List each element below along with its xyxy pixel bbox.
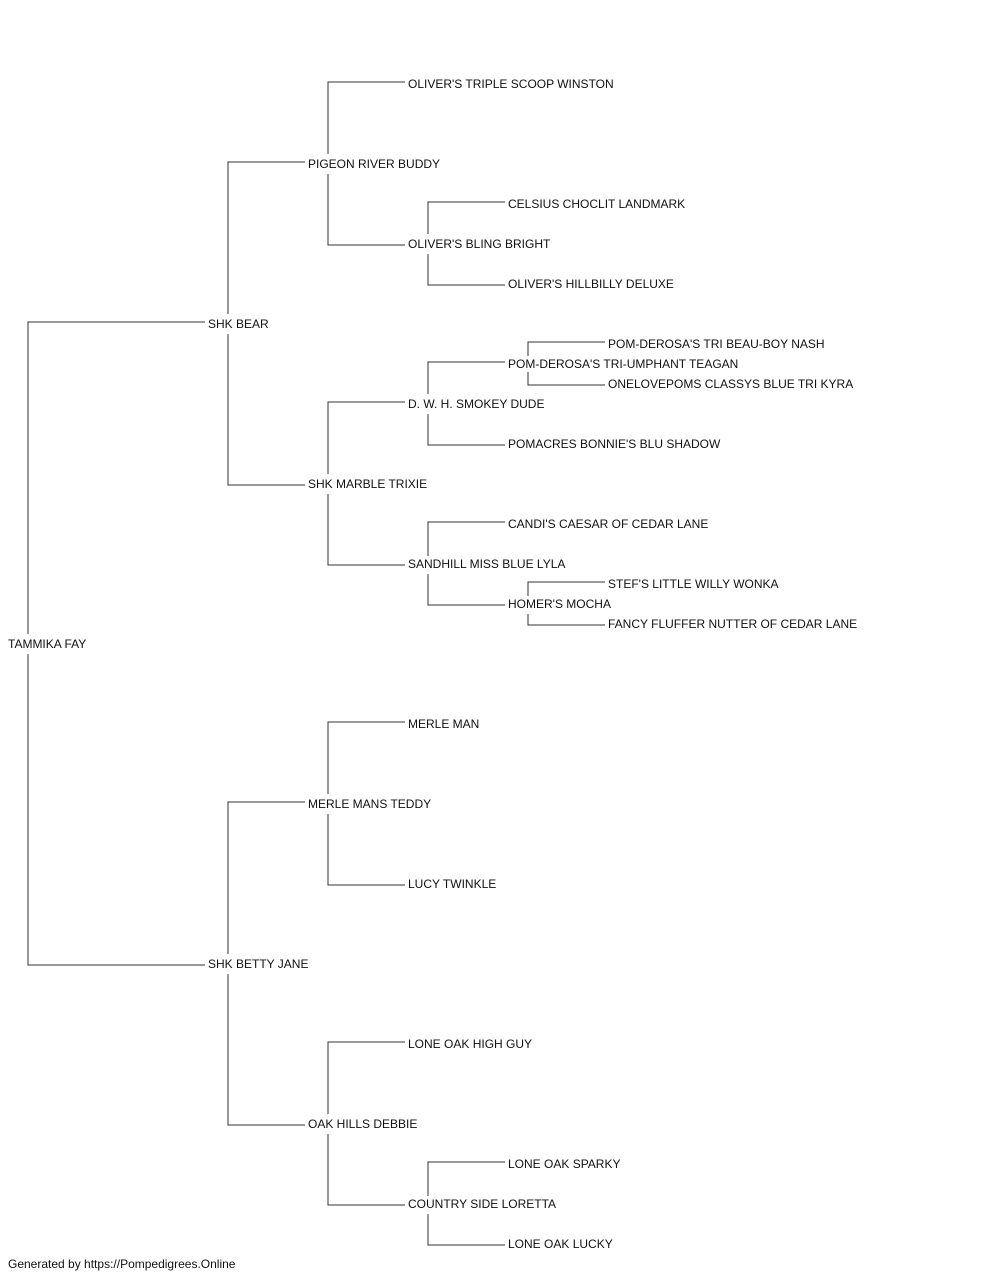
link-trixie-sire — [327, 401, 405, 474]
dog-name-pom-derosas-tri-beau-boy-nash: POM-DEROSA'S TRI BEAU-BOY NASH — [607, 337, 826, 351]
link-debbie-sire — [327, 1041, 405, 1114]
dog-name-onelovepoms-classys-blue-tri-kyra: ONELOVEPOMS CLASSYS BLUE TRI KYRA — [607, 377, 855, 391]
link-teagan-dam — [527, 372, 605, 386]
dog-name-lone-oak-high-guy: LONE OAK HIGH GUY — [407, 1037, 534, 1051]
link-betty-sire — [227, 801, 305, 954]
dog-name-sandhill-miss-blue-lyla: SANDHILL MISS BLUE LYLA — [407, 557, 567, 571]
dog-name-country-side-loretta: COUNTRY SIDE LORETTA — [407, 1197, 558, 1211]
link-lyla-dam — [427, 574, 505, 606]
dog-name-pomacres-bonnies-blu-shadow: POMACRES BONNIE'S BLU SHADOW — [507, 437, 722, 451]
dog-name-fancy-fluffer-nutter-of-cedar-lane: FANCY FLUFFER NUTTER OF CEDAR LANE — [607, 617, 859, 631]
dog-name-merle-mans-teddy: MERLE MANS TEDDY — [307, 797, 433, 811]
link-buddy-dam — [327, 174, 405, 246]
dog-name-oak-hills-debbie: OAK HILLS DEBBIE — [307, 1117, 419, 1131]
link-bling-dam — [427, 254, 505, 286]
link-dude-dam — [427, 414, 505, 446]
link-mocha-sire — [527, 581, 605, 596]
dog-name-celsius-choclit-landmark: CELSIUS CHOCLIT LANDMARK — [507, 197, 687, 211]
link-trixie-dam — [327, 494, 405, 566]
link-lyla-sire — [427, 521, 505, 556]
dog-name-tammika-fay: TAMMIKA FAY — [7, 637, 88, 651]
link-mocha-dam — [527, 614, 605, 626]
link-loretta-dam — [427, 1214, 505, 1246]
dog-name-shk-marble-trixie: SHK MARBLE TRIXIE — [307, 477, 429, 491]
dog-name-candis-caesar-of-cedar-lane: CANDI'S CAESAR OF CEDAR LANE — [507, 517, 710, 531]
dog-name-shk-bear: SHK BEAR — [207, 317, 270, 331]
link-teddy-dam — [327, 814, 405, 886]
dog-name-homers-mocha: HOMER'S MOCHA — [507, 597, 612, 611]
dog-name-olivers-triple-scoop-winston: OLIVER'S TRIPLE SCOOP WINSTON — [407, 77, 615, 91]
link-bling-sire — [427, 201, 505, 234]
dog-name-olivers-hillbilly-deluxe: OLIVER'S HILLBILLY DELUXE — [507, 277, 675, 291]
dog-name-lone-oak-sparky: LONE OAK SPARKY — [507, 1157, 622, 1171]
dog-name-lucy-twinkle: LUCY TWINKLE — [407, 877, 498, 891]
link-teagan-sire — [527, 341, 605, 356]
link-root-dam — [27, 654, 205, 966]
link-buddy-sire — [327, 81, 405, 154]
dog-name-pom-derosas-tri-umphant-teagan: POM-DEROSA'S TRI-UMPHANT TEAGAN — [507, 357, 740, 371]
dog-name-merle-man: MERLE MAN — [407, 717, 481, 731]
link-dude-sire — [427, 361, 505, 394]
link-debbie-dam — [327, 1134, 405, 1206]
dog-name-stefs-little-willy-wonka: STEF'S LITTLE WILLY WONKA — [607, 577, 780, 591]
dog-name-lone-oak-lucky: LONE OAK LUCKY — [507, 1237, 614, 1251]
dog-name-shk-betty-jane: SHK BETTY JANE — [207, 957, 310, 971]
link-loretta-sire — [427, 1161, 505, 1196]
link-bear-dam — [227, 334, 305, 486]
generated-by-footer: Generated by https://Pompedigrees.Online — [8, 1257, 236, 1271]
dog-name-olivers-bling-bright: OLIVER'S BLING BRIGHT — [407, 237, 552, 251]
dog-name-dwh-smokey-dude: D. W. H. SMOKEY DUDE — [407, 397, 546, 411]
link-root-sire — [27, 321, 205, 634]
link-teddy-sire — [327, 721, 405, 794]
link-bear-sire — [227, 161, 305, 314]
link-betty-dam — [227, 974, 305, 1126]
dog-name-pigeon-river-buddy: PIGEON RIVER BUDDY — [307, 157, 442, 171]
